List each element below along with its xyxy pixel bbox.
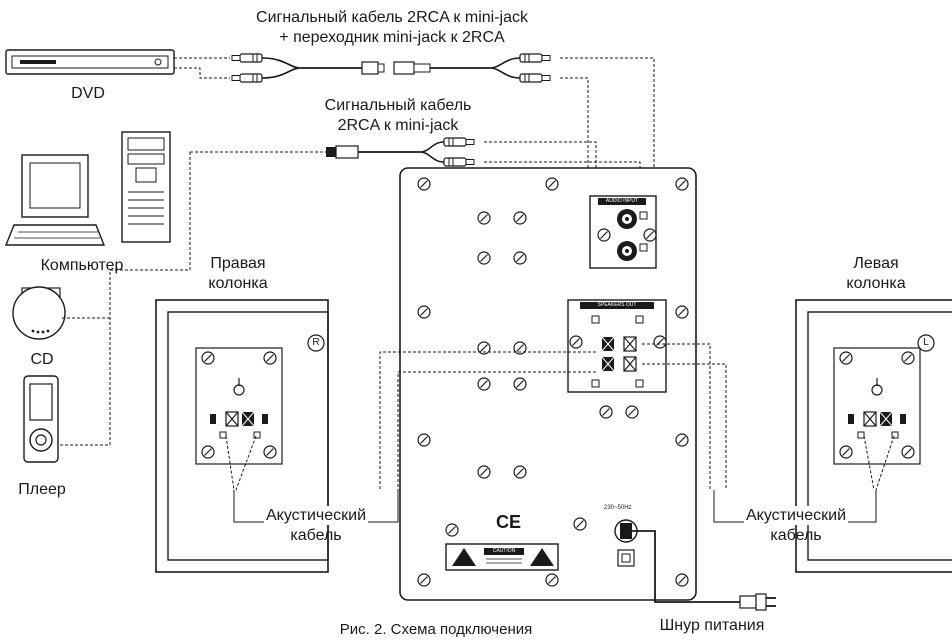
cable-top-label-line2: + переходник mini-jack к 2RCA <box>279 29 505 46</box>
acoustic-cable-right-line2: кабель <box>770 527 822 544</box>
acoustic-cable-left-line1: Акустический <box>263 506 369 525</box>
speakers-out-label: SPEAKERS OUT <box>597 302 637 308</box>
mini-jack-icon <box>326 137 475 167</box>
dvd-player-icon <box>5 49 175 75</box>
rca-plug-icon <box>231 53 379 83</box>
computer-icon <box>4 131 171 246</box>
right-speaker-label-line2: колонка <box>208 275 268 292</box>
audio-input-label: AUDIO INPUT <box>605 198 639 204</box>
subwoofer-panel <box>399 167 697 601</box>
right-speaker <box>155 299 329 573</box>
voltage-label: 230~50Hz <box>604 505 632 511</box>
left-speaker-label-line1: Левая <box>853 255 899 272</box>
lightning-icon <box>452 548 476 566</box>
figure-caption: Рис. 2. Схема подключения <box>339 621 533 638</box>
mini-jack-icon <box>377 53 551 83</box>
left-speaker-label-line2: колонка <box>846 275 906 292</box>
player-label: Плеер <box>18 481 66 498</box>
speaker-l-marker: L <box>923 337 929 348</box>
acoustic-cable-right-line1: Акустический <box>743 506 849 525</box>
cable-mid-label-line1: Сигнальный кабель <box>324 97 472 114</box>
speaker-wiring <box>225 343 895 491</box>
cable-top-label-line1: Сигнальный кабель 2RCA к mini-jack <box>256 9 528 26</box>
media-player-icon <box>23 375 59 463</box>
right-speaker-label-line1: Правая <box>210 255 266 272</box>
cable-mid-label-line2: 2RCA к mini-jack <box>337 117 459 134</box>
caution-label: CAUTION <box>492 548 516 554</box>
power-cord-label: Шнур питания <box>659 617 765 634</box>
warning-triangle-icon <box>530 548 554 566</box>
power-cord <box>626 530 776 611</box>
cd-label: CD <box>30 351 54 368</box>
cd-player-icon <box>12 286 66 340</box>
dvd-label: DVD <box>71 85 105 102</box>
acoustic-cable-left-line2: кабель <box>290 527 342 544</box>
left-speaker <box>795 299 952 573</box>
ce-mark: CE <box>496 512 522 532</box>
computer-label: Компьютер <box>40 257 124 274</box>
speaker-r-marker: R <box>312 337 320 348</box>
power-plug-icon <box>739 593 776 611</box>
